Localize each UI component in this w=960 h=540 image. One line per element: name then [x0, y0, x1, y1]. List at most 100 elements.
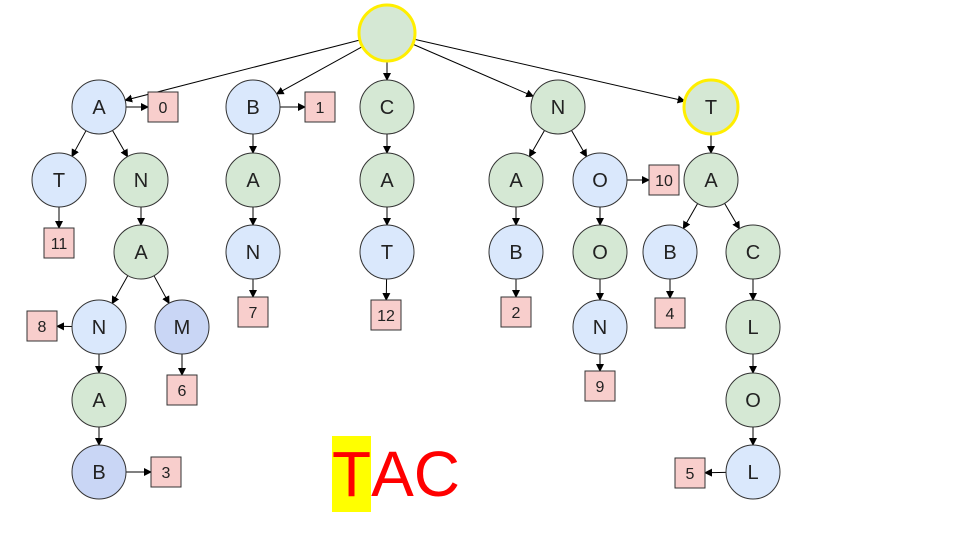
trie-node-tacl: L — [725, 299, 781, 355]
trie-node-label: N — [134, 170, 148, 192]
trie-node-label: T — [53, 170, 65, 192]
trie-node-circle — [225, 152, 281, 208]
query-letter-a: A — [371, 438, 414, 510]
trie-node-label: A — [134, 242, 148, 264]
trie-node-c1: C — [359, 79, 415, 135]
trie-node-cat: T — [359, 224, 415, 280]
trie-node-label: A — [92, 390, 106, 412]
query-word: TAC — [332, 436, 460, 512]
trie-node-circle — [225, 79, 281, 135]
trie-node-anan: N — [71, 299, 127, 355]
suffix-index-label: 7 — [249, 305, 258, 322]
suffix-index-box — [500, 296, 532, 328]
trie-node-circle — [359, 152, 415, 208]
trie-node-an: N — [113, 152, 169, 208]
trie-node-circle — [113, 224, 169, 280]
trie-node-anam: M — [154, 299, 210, 355]
trie-node-label: B — [246, 97, 259, 119]
edge-root-b1 — [275, 46, 363, 95]
trie-node-label: N — [92, 317, 106, 339]
trie-node-circle — [113, 152, 169, 208]
trie-node-circle — [530, 79, 586, 135]
trie-node-circle — [725, 372, 781, 428]
trie-node-label: B — [663, 242, 676, 264]
trie-node-nab: B — [488, 224, 544, 280]
trie-node-n1: N — [530, 79, 586, 135]
trie-node-no: O — [572, 152, 628, 208]
suffix-index-label: 9 — [596, 379, 605, 396]
trie-node-at: T — [31, 152, 87, 208]
trie-edges — [55, 38, 757, 477]
suffix-index-box — [674, 457, 706, 489]
trie-node-label: O — [745, 390, 761, 412]
trie-node-circle — [71, 299, 127, 355]
edge-root-a1 — [124, 39, 361, 103]
suffix-index-4: 4 — [654, 297, 686, 329]
suffix-index-box — [654, 297, 686, 329]
edge-ana-anan — [111, 275, 129, 305]
trie-node-circle — [357, 3, 417, 63]
trie-node-label: N — [593, 317, 607, 339]
suffix-index-box — [147, 91, 179, 123]
trie-node-circle — [725, 224, 781, 280]
trie-node-circle — [683, 152, 739, 208]
suffix-index-3: 3 — [150, 456, 182, 488]
suffix-index-0: 0 — [147, 91, 179, 123]
suffix-index-7: 7 — [237, 296, 269, 328]
suffix-index-box — [304, 91, 336, 123]
trie-node-label: C — [746, 242, 760, 264]
trie-node-root — [357, 3, 417, 63]
suffix-index-label: 6 — [178, 383, 187, 400]
trie-node-noon: N — [572, 299, 628, 355]
suffix-index-label: 10 — [655, 173, 673, 190]
trie-node-label: N — [246, 242, 260, 264]
suffix-index-9: 9 — [584, 370, 616, 402]
trie-node-label: T — [705, 97, 717, 119]
trie-node-label: O — [592, 170, 608, 192]
edge-n1-no — [571, 130, 588, 158]
trie-node-circle — [488, 224, 544, 280]
edge-ana-anam — [153, 275, 170, 305]
trie-node-circle — [71, 79, 127, 135]
suffix-index-label: 2 — [512, 305, 521, 322]
trie-node-label: N — [551, 97, 565, 119]
suffix-index-label: 12 — [377, 308, 395, 325]
trie-node-label: A — [92, 97, 106, 119]
suffix-index-box — [166, 374, 198, 406]
trie-node-label: O — [592, 242, 608, 264]
trie-node-circle — [359, 224, 415, 280]
suffix-index-label: 0 — [159, 100, 168, 117]
trie-node-tab: B — [642, 224, 698, 280]
trie-node-taclol: L — [725, 444, 781, 500]
query-letter-t: T — [332, 436, 372, 512]
trie-node-label: A — [509, 170, 523, 192]
trie-node-label: A — [246, 170, 260, 192]
trie-node-circle — [572, 152, 628, 208]
suffix-index-1: 1 — [304, 91, 336, 123]
suffix-index-label: 11 — [51, 236, 68, 253]
trie-node-circle — [682, 78, 740, 136]
trie-node-label: C — [380, 97, 394, 119]
suffix-index-label: 5 — [686, 466, 695, 483]
suffix-index-2: 2 — [500, 296, 532, 328]
trie-node-anana: A — [71, 372, 127, 428]
trie-node-circle — [359, 79, 415, 135]
trie-node-label: B — [92, 462, 105, 484]
edge-n1-na — [528, 130, 545, 158]
trie-node-noo: O — [572, 224, 628, 280]
edge-ta-tab — [682, 203, 699, 230]
trie-node-t1: T — [682, 78, 740, 136]
trie-node-circle — [725, 444, 781, 500]
edge-root-t1 — [414, 38, 686, 104]
edge-root-n1 — [412, 43, 535, 98]
trie-node-label: T — [381, 242, 393, 264]
query-letter-c: C — [413, 438, 460, 510]
suffix-index-5: 5 — [674, 457, 706, 489]
suffix-index-10: 10 — [648, 164, 680, 196]
trie-node-circle — [725, 299, 781, 355]
trie-node-label: M — [174, 317, 191, 339]
trie-node-circle — [31, 152, 87, 208]
trie-node-ca: A — [359, 152, 415, 208]
